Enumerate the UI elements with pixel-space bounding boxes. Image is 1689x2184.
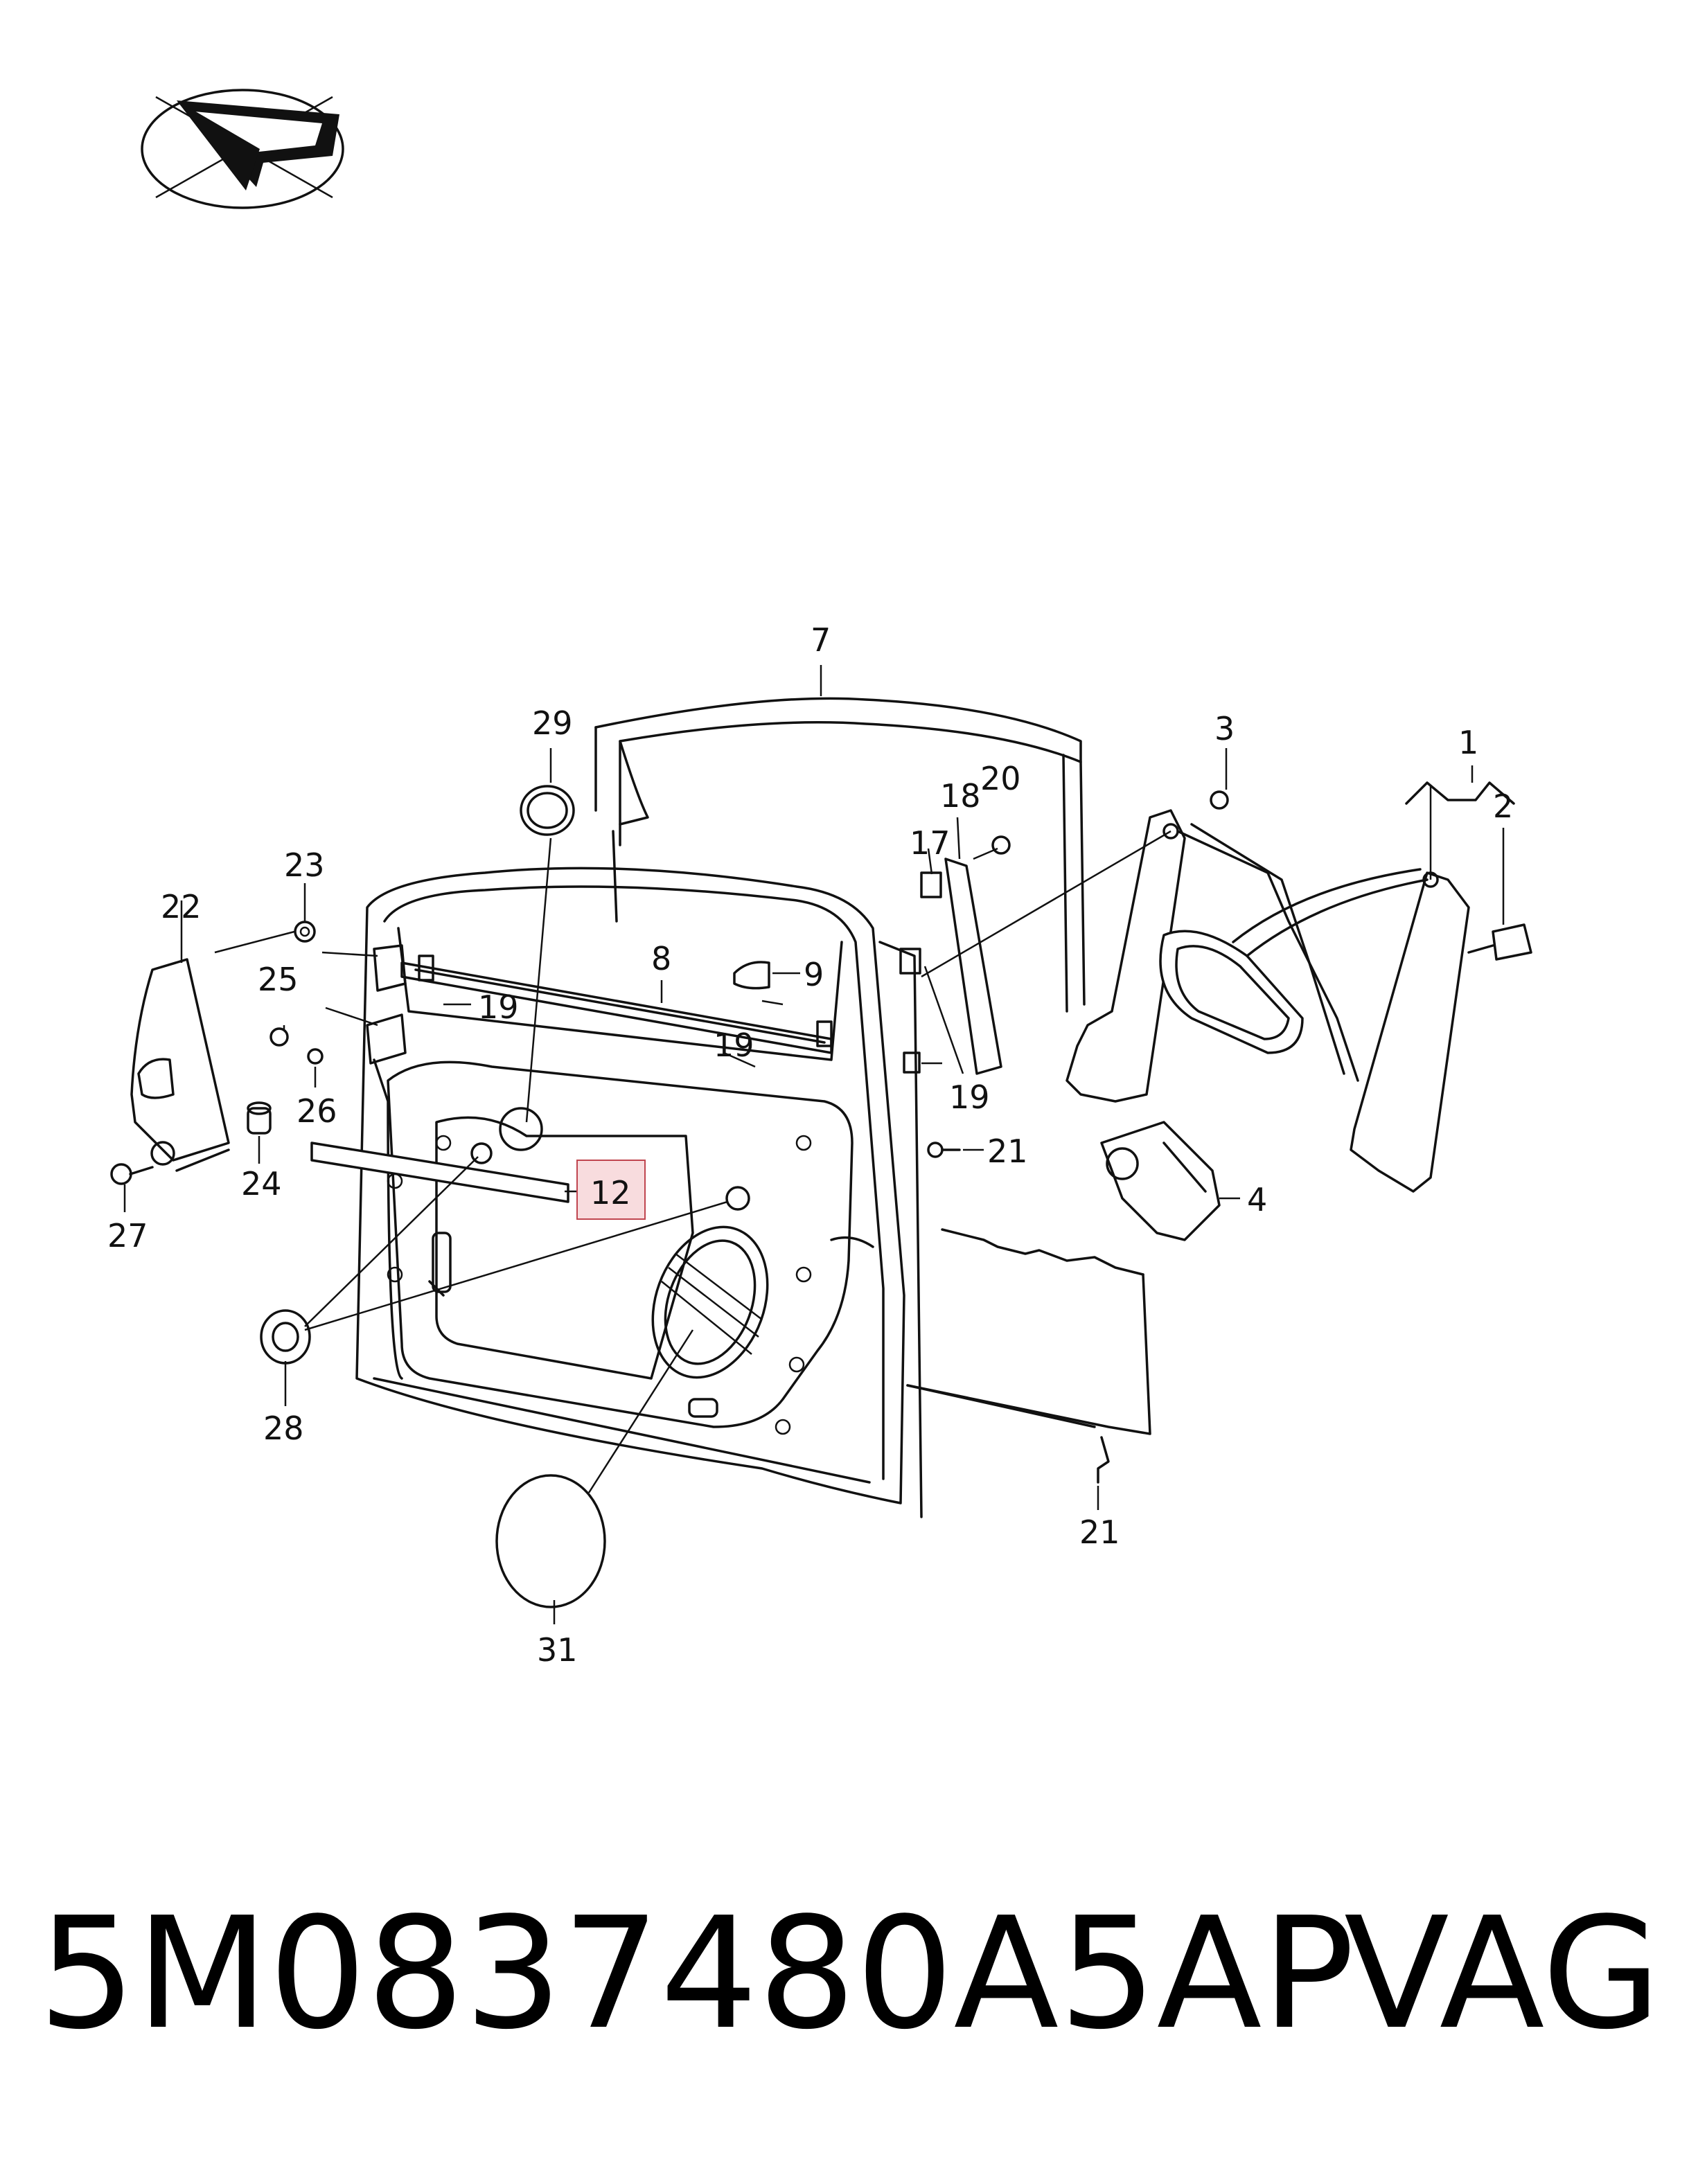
callout-19-b: 19 <box>714 1027 754 1064</box>
callout-1: 1 <box>1458 724 1478 761</box>
callout-24: 24 <box>241 1165 282 1202</box>
fasteners <box>110 785 1532 1608</box>
leader-lines <box>123 665 1505 1624</box>
callout-8: 8 <box>651 940 671 977</box>
callout-7: 7 <box>811 621 831 659</box>
logo-mark <box>141 89 344 209</box>
callout-12: 12 <box>590 1174 631 1211</box>
part-number: 5M0837480A5AP <box>38 1885 1355 2063</box>
guide-rail <box>878 835 1011 1518</box>
callout-9: 9 <box>804 956 824 993</box>
callout-19-c: 19 <box>949 1078 990 1116</box>
speaker-grille <box>651 1225 769 1379</box>
callout-26: 26 <box>297 1092 337 1130</box>
brand-name: VAG <box>1344 1885 1661 2063</box>
callout-3: 3 <box>1214 710 1235 747</box>
callout-22: 22 <box>161 888 202 925</box>
callout-27: 27 <box>107 1217 148 1254</box>
window-regulator <box>1065 781 1515 1193</box>
callout-29: 29 <box>532 704 573 742</box>
callout-labels: 1 2 3 4 7 8 9 12 17 18 19 19 19 20 21 21… <box>107 621 1513 1669</box>
callout-21-b: 21 <box>1079 1513 1120 1551</box>
door-membrane <box>906 1228 1151 1435</box>
callout-20: 20 <box>980 760 1021 797</box>
mirror-trim <box>130 958 230 1172</box>
window-frame-seal <box>594 697 1086 1013</box>
callout-2: 2 <box>1493 788 1513 825</box>
callout-19-a: 19 <box>478 988 519 1026</box>
callout-28: 28 <box>263 1410 304 1447</box>
callout-4: 4 <box>1247 1181 1267 1218</box>
callout-31: 31 <box>537 1631 578 1669</box>
callout-12-highlight <box>576 1160 646 1220</box>
callout-17: 17 <box>910 824 950 862</box>
callout-18: 18 <box>940 777 981 815</box>
part-number-footer: 5M0837480A5AP VAG <box>38 1884 1661 2064</box>
callout-25: 25 <box>258 961 299 998</box>
callout-23: 23 <box>284 846 325 884</box>
regulator-motor <box>1100 1121 1221 1241</box>
callout-21-a: 21 <box>987 1133 1028 1170</box>
